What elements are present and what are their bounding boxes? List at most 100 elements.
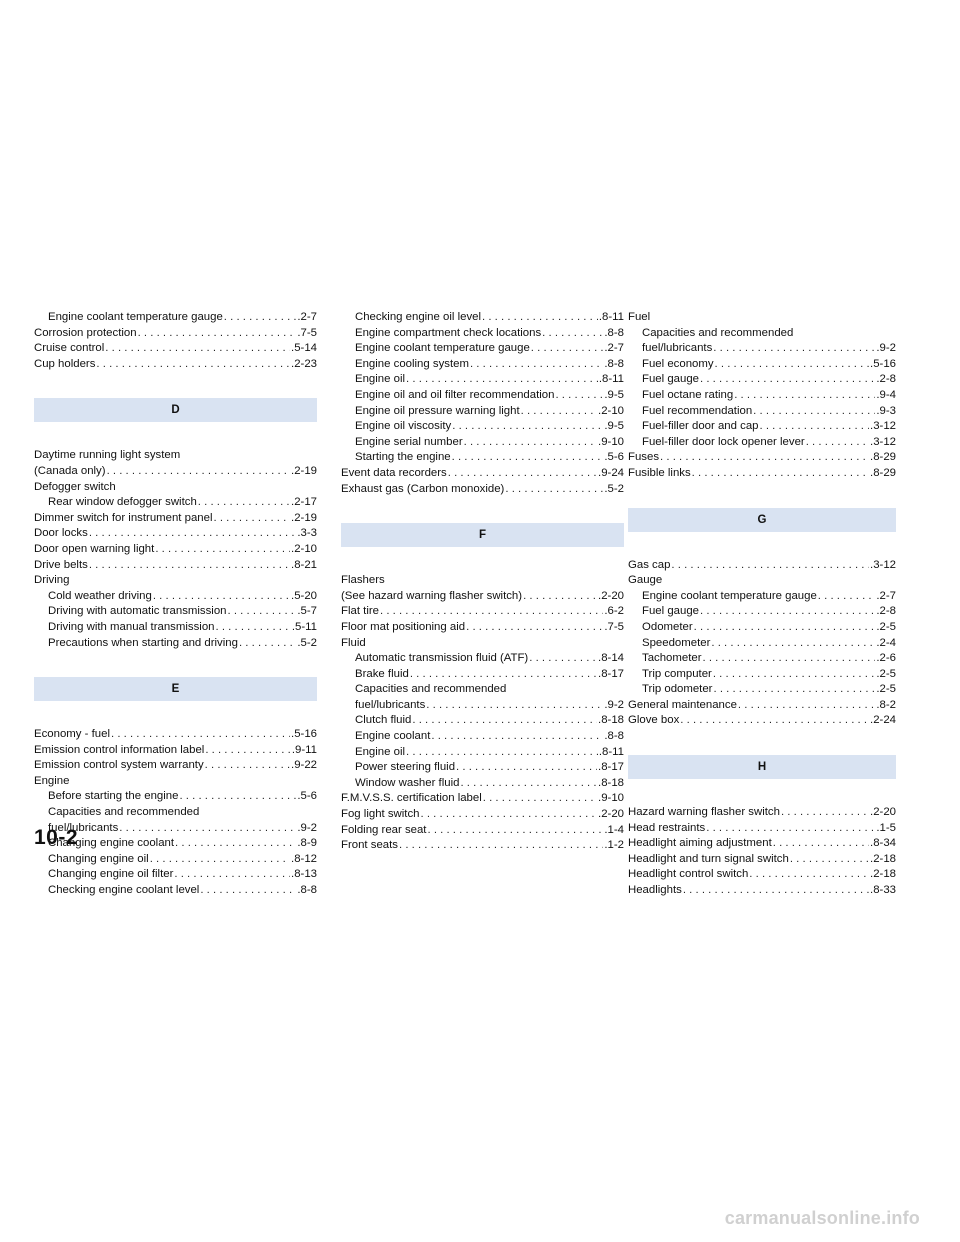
index-subentry: Driving with automatic transmission.5-7 <box>34 604 317 620</box>
index-subentry: Changing engine coolant.8-9 <box>34 836 317 852</box>
entry-label: Engine oil viscosity <box>355 420 452 433</box>
page-reference: .8-17 <box>598 761 624 774</box>
entry-label: Fusible links <box>628 466 691 479</box>
entry-label: Engine coolant temperature gauge <box>642 589 817 602</box>
page-reference: .9-11 <box>291 743 317 756</box>
index-entry: F.M.V.S.S. certification label.9-10 <box>341 791 624 807</box>
index-entry: Drive belts.8-21 <box>34 558 317 574</box>
index-entry: Fusible links .8-29 <box>628 466 896 482</box>
page-reference: .8-17 <box>598 667 624 680</box>
entry-label: Cup holders <box>34 357 96 370</box>
page-reference: .8-21 <box>291 558 317 571</box>
entry-label: Emission control system warranty <box>34 759 204 772</box>
leader-dots <box>505 482 603 498</box>
index-entry: Fog light switch.2-20 <box>341 807 624 823</box>
entry-label: (Canada only) <box>34 464 106 477</box>
page-reference: .7-5 <box>604 620 624 633</box>
section-header: F <box>341 523 624 548</box>
leader-dots <box>542 326 603 342</box>
entry-label: Door locks <box>34 527 88 540</box>
entry-label: Cruise control <box>34 342 105 355</box>
page-reference: .8-11 <box>598 311 624 323</box>
page-reference: .2-5 <box>876 683 896 696</box>
leader-dots <box>89 558 290 574</box>
index-subentry: Changing engine oil.8-12 <box>34 852 317 868</box>
entry-label: fuel/lubricants <box>642 342 713 355</box>
section-spacer <box>628 729 896 755</box>
entry-label: Fuel octane rating <box>642 388 734 401</box>
entry-label: F.M.V.S.S. certification label <box>341 792 482 805</box>
index-entry: Cruise control.5-14 <box>34 341 317 357</box>
leader-dots <box>105 341 290 357</box>
index-column-1: Engine coolant temperature gauge.2-7Corr… <box>34 310 317 899</box>
page-reference: .2-5 <box>876 667 896 680</box>
leader-dots <box>452 419 603 435</box>
page-reference: .5-7 <box>297 605 317 618</box>
leader-dots <box>421 807 598 823</box>
page-reference: .8-2 <box>876 698 896 711</box>
leader-dots <box>150 852 290 868</box>
leader-dots <box>790 852 869 868</box>
page-reference: .9-2 <box>876 342 896 355</box>
leader-dots <box>107 464 290 480</box>
leader-dots <box>738 698 875 714</box>
leader-dots <box>89 526 297 542</box>
entry-label: Engine oil <box>355 745 406 758</box>
entry-label: fuel/lubricants <box>355 698 426 711</box>
index-entry: Defogger switch <box>34 480 317 496</box>
index-entry: Cup holders.2-23 <box>34 357 317 373</box>
entry-label: Checking engine coolant level <box>48 884 200 897</box>
page-reference: .8-29 <box>870 466 896 479</box>
page-number: 10-2 <box>34 826 79 849</box>
index-subentry: Fuel recommendation.9-3 <box>628 404 896 420</box>
entry-label: Engine serial number <box>355 435 463 448</box>
leader-dots <box>399 838 603 854</box>
entry-label: Capacities and recommended <box>642 326 794 339</box>
index-subentry: Automatic transmission fluid (ATF).8-14 <box>341 651 624 667</box>
page-reference: .8-8 <box>604 730 624 743</box>
index-subentry: Checking engine coolant level.8-8 <box>34 883 317 899</box>
leader-dots <box>224 310 297 326</box>
index-entry: Corrosion protection.7-5 <box>34 326 317 342</box>
page-reference: .2-5 <box>876 620 896 633</box>
page-reference: .5-6 <box>604 451 624 464</box>
index-subentry: Fuel octane rating.9-4 <box>628 388 896 404</box>
index-subentry: Fuel economy.5-16 <box>628 357 896 373</box>
page-reference: .2-20 <box>870 806 896 819</box>
page-reference: .9-10 <box>598 435 624 448</box>
page-reference: .1-4 <box>604 823 624 836</box>
entry-label: Capacities and recommended <box>355 683 507 696</box>
entry-label: Dimmer switch for instrument panel <box>34 511 213 524</box>
index-subentry: Before starting the engine.5-6 <box>34 789 317 805</box>
index-entry: (See hazard warning flasher switch).2-20 <box>341 589 624 605</box>
entry-label: Headlight and turn signal switch <box>628 852 789 865</box>
page-reference: .5-11 <box>291 620 317 633</box>
entry-label: Emission control information label <box>34 743 205 756</box>
entry-label: Rear window defogger switch <box>48 496 197 509</box>
index-entry: Front seats.1-2 <box>341 838 624 854</box>
page-reference: .8-8 <box>604 326 624 339</box>
entry-label: Engine coolant temperature gauge <box>355 342 530 355</box>
leader-dots <box>683 883 869 899</box>
leader-dots <box>470 357 603 373</box>
leader-dots <box>175 836 296 852</box>
page-reference: .2-6 <box>876 652 896 665</box>
entry-label: Head restraints <box>628 821 706 834</box>
entry-label: Headlight control switch <box>628 868 749 881</box>
index-subentry: Power steering fluid .8-17 <box>341 760 624 776</box>
index-entry: Gas cap.3-12 <box>628 558 896 574</box>
entry-label: Power steering fluid <box>355 761 456 774</box>
entry-label: Speedometer <box>642 636 711 649</box>
index-subentry: Engine compartment check locations.8-8 <box>341 326 624 342</box>
entry-label: Changing engine oil filter <box>48 868 174 881</box>
page-reference: .9-5 <box>604 420 624 433</box>
entry-label: Headlight aiming adjustment <box>628 837 772 850</box>
index-entry: General maintenance.8-2 <box>628 698 896 714</box>
leader-dots <box>111 727 290 743</box>
index-entry: Fluid <box>341 636 624 652</box>
entry-label: fuel/lubricants <box>48 821 119 834</box>
entry-label: Driving <box>34 574 70 587</box>
index-entry: Fuses.8-29 <box>628 450 896 466</box>
section-header: D <box>34 398 317 423</box>
leader-dots <box>531 341 604 357</box>
